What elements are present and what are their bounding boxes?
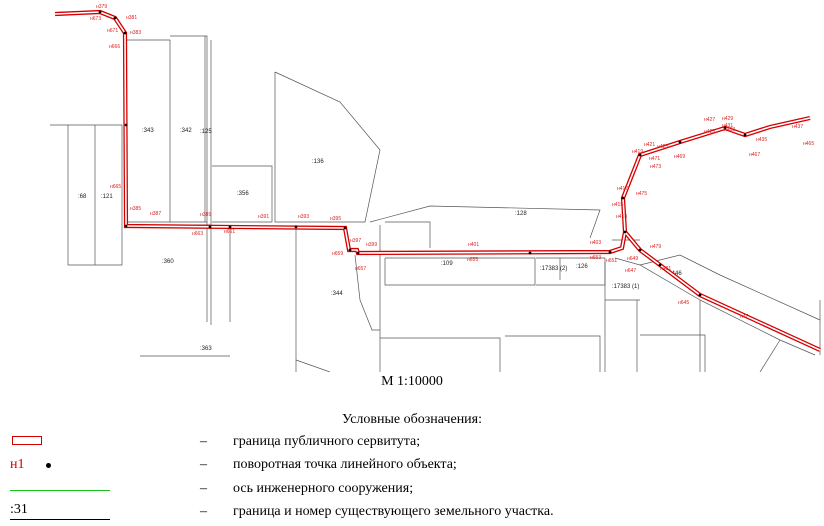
point-label: н469: [674, 154, 685, 160]
cadastral-map: :68 :121 :343 :342 :125 :136 :356 :360 :…: [50, 4, 821, 372]
point-label: н645: [678, 300, 689, 306]
point-label: н671: [107, 28, 118, 34]
point-label: н437: [792, 124, 803, 130]
parcel-label: :360: [162, 259, 174, 265]
legend-text: ось инженерного сооружения;: [233, 481, 414, 496]
legend-title: Условные обозначения:: [341, 412, 483, 427]
parcel-label: :17383 (2): [540, 266, 567, 272]
point-label: н47: [740, 314, 749, 320]
parcel-label: :121: [101, 194, 113, 200]
parcel-number-label: :31: [10, 502, 28, 517]
point-label: н661: [224, 229, 235, 235]
point-label: н397: [350, 238, 361, 244]
parcel-boundary-line-symbol: [10, 519, 110, 520]
point-label: н427: [704, 117, 715, 123]
axis-line-symbol: [10, 490, 110, 491]
legend-dash: –: [200, 434, 207, 449]
point-label: н425: [704, 129, 715, 135]
point-label: н389: [200, 212, 211, 218]
legend-dash: –: [200, 481, 207, 496]
point-label: н385: [130, 206, 141, 212]
legend-text: граница и номер существующего земельного…: [233, 504, 554, 519]
parcel-label: :109: [441, 261, 453, 267]
point-label: н429: [722, 116, 733, 122]
turn-points: [98, 10, 747, 297]
legend-row-parcel: :31 – граница и номер существующего земе…: [0, 502, 824, 522]
parcel-label: :363: [200, 346, 212, 352]
point-label: н415: [612, 202, 623, 208]
parcel-label: :446: [670, 271, 682, 277]
point-label: н383: [130, 30, 141, 36]
point-label: н465: [803, 141, 814, 147]
legend-row-turn-point: н1 – поворотная точка линейного объекта;: [0, 455, 824, 475]
point-label: н401: [468, 242, 479, 248]
parcel-label: :68: [78, 194, 87, 200]
point-label: н471: [649, 156, 660, 162]
parcel-label: :17383 (1): [612, 284, 639, 290]
servitude-boundary-symbol: [12, 436, 42, 445]
point-label: н395: [330, 216, 341, 222]
point-label: н647: [625, 268, 636, 274]
point-label: н403: [590, 240, 601, 246]
legend-dash: –: [200, 504, 207, 519]
point-label: н399: [366, 242, 377, 248]
parcel-label: :128: [515, 211, 527, 217]
point-label: н481: [660, 266, 671, 272]
point-label: н435: [756, 137, 767, 143]
point-label: н413: [616, 214, 627, 220]
legend-row-servitude: – граница публичного сервитута;: [0, 432, 824, 452]
parcel-label: :125: [200, 129, 212, 135]
parcel-label: :356: [237, 191, 249, 197]
point-label: н379: [96, 4, 107, 10]
parcel-label: :344: [331, 291, 343, 297]
parcel-boundaries: [50, 35, 821, 372]
point-label: н423: [657, 144, 668, 150]
point-label: н387: [150, 211, 161, 217]
point-label: н666: [109, 44, 120, 50]
legend-symbol: [10, 432, 120, 452]
point-label: н391: [258, 214, 269, 220]
point-label: н673: [90, 16, 101, 22]
point-label: н393: [298, 214, 309, 220]
point-label: н659: [332, 251, 343, 257]
point-label: н381: [126, 15, 137, 21]
legend-text: граница публичного сервитута;: [233, 434, 421, 449]
point-label: н473: [650, 164, 661, 170]
point-label: н649: [627, 256, 638, 262]
point-label: н657: [355, 266, 366, 272]
point-label: н475: [636, 191, 647, 197]
point-label: н651: [606, 258, 617, 264]
map-scale: М 1:10000: [381, 374, 443, 389]
legend-symbol: [10, 479, 120, 499]
point-label: н421: [644, 142, 655, 148]
point-label: н467: [749, 152, 760, 158]
legend-symbol: н1: [10, 455, 120, 475]
point-label: н653: [590, 255, 601, 261]
parcel-label: :343: [142, 128, 154, 134]
legend-text: поворотная точка линейного объекта;: [233, 457, 457, 472]
turn-point-labels: н379 н673 н381 н671 н383 н666 н665 н385 …: [90, 4, 814, 320]
parcel-label: :136: [312, 159, 324, 165]
point-label: н665: [110, 184, 121, 190]
turn-point-dot-icon: [46, 463, 51, 468]
point-label: н433: [724, 127, 735, 133]
legend-row-axis: – ось инженерного сооружения;: [0, 479, 824, 499]
point-label: н417: [617, 186, 628, 192]
parcel-label: :342: [180, 128, 192, 134]
point-label: н655: [467, 257, 478, 263]
legend-dash: –: [200, 457, 207, 472]
point-label: н479: [650, 244, 661, 250]
parcel-labels: :68 :121 :343 :342 :125 :136 :356 :360 :…: [78, 128, 682, 352]
parcel-label: :126: [576, 264, 588, 270]
legend-symbol: :31: [10, 502, 120, 522]
turn-point-label: н1: [10, 457, 25, 472]
point-label: н431: [722, 123, 733, 129]
point-label: н663: [192, 231, 203, 237]
point-label: н419: [632, 149, 643, 155]
